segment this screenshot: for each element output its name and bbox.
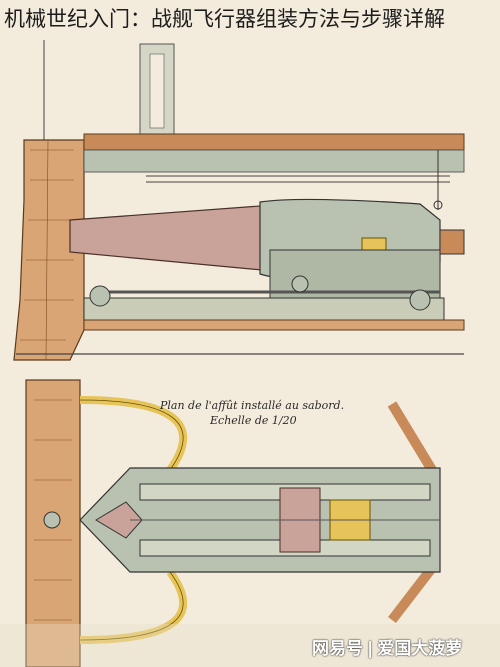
hull-wall-plan [25,379,81,667]
support-post [139,43,175,141]
right-rack-top [387,401,437,473]
watermark-separator: | [367,639,374,659]
plan-caption-title: Plan de l'affût installé au sabord. [160,399,345,412]
watermark-platform: 网易号 [312,639,363,659]
watermark: 网易号|爱国大菠萝 [312,634,462,659]
plan-caption: Plan de l'affût installé au sabord. Eche… [160,398,360,428]
page-title: 机械世纪入门：战舰飞行器组装方法与步骤详解 [4,7,445,31]
carriage-plan [79,467,441,573]
right-rack-bottom [388,564,436,624]
deck-beam [83,133,465,151]
hull-wall-elevation [13,139,85,361]
watermark-author: 爱国大菠萝 [377,639,463,659]
carriage-frame [83,249,465,331]
plan-caption-scale: Echelle de 1/20 [210,414,297,427]
